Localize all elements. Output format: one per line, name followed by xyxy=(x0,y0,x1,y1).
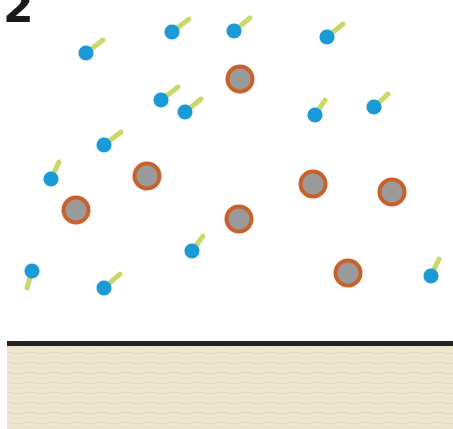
molecule-head xyxy=(185,244,200,259)
surfactant-molecule-icon xyxy=(97,132,122,153)
particle-icon xyxy=(135,164,160,189)
molecule-head xyxy=(308,108,323,123)
surfactant-molecule-icon xyxy=(367,94,389,115)
molecule-head xyxy=(178,105,193,120)
surfactant-molecule-icon xyxy=(165,19,190,40)
surface-line xyxy=(7,341,453,346)
molecule-head xyxy=(79,46,94,61)
surfactant-molecules xyxy=(25,18,440,296)
surfactant-molecule-icon xyxy=(185,236,204,259)
surfactant-molecule-icon xyxy=(178,99,202,120)
particle-icon xyxy=(301,172,326,197)
surface xyxy=(7,341,453,429)
surfactant-molecule-icon xyxy=(154,87,179,108)
molecule-head xyxy=(97,281,112,296)
surfactant-molecule-icon xyxy=(97,274,121,296)
surfactant-molecule-icon xyxy=(320,24,344,45)
molecule-head xyxy=(154,93,169,108)
molecule-head xyxy=(320,30,335,45)
panel-number-label: 2 xyxy=(3,0,34,30)
particle-icon xyxy=(380,180,405,205)
surfactant-molecule-icon xyxy=(44,162,60,187)
molecule-head xyxy=(227,24,242,39)
molecule-head xyxy=(25,264,40,279)
surfactant-molecule-icon xyxy=(227,18,251,39)
particles xyxy=(64,67,405,286)
particle-icon xyxy=(64,198,89,223)
molecule-head xyxy=(97,138,112,153)
particle-icon xyxy=(227,207,252,232)
molecule-head xyxy=(367,100,382,115)
particle-icon xyxy=(228,67,253,92)
particle-icon xyxy=(336,261,361,286)
surfactant-molecule-icon xyxy=(308,100,326,123)
molecule-head xyxy=(44,172,59,187)
molecule-head xyxy=(165,25,180,40)
surfactant-molecule-icon xyxy=(79,40,104,61)
surfactant-molecule-icon xyxy=(25,264,40,289)
surfactant-molecule-icon xyxy=(424,259,440,284)
surface-fill xyxy=(7,344,453,429)
molecule-head xyxy=(424,269,439,284)
